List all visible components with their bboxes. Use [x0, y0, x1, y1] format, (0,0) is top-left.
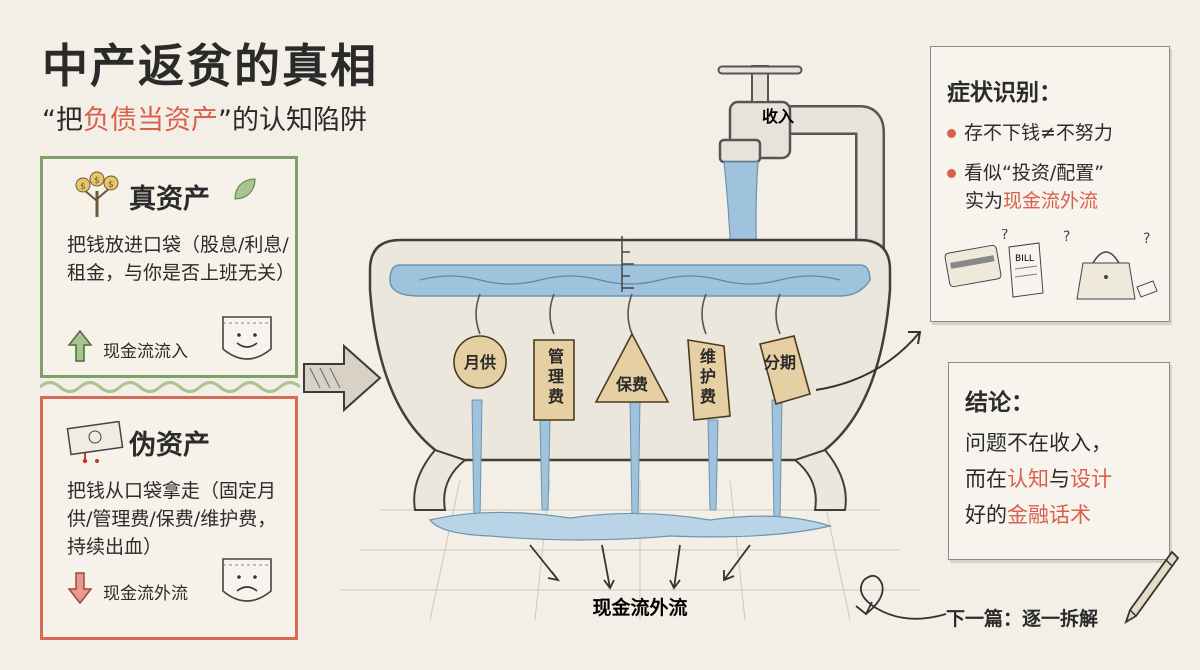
curved-arrow-icon	[815, 331, 922, 391]
page-title: 中产返贫的真相	[42, 39, 378, 93]
svg-text:$: $	[80, 182, 86, 192]
faucet-icon	[717, 65, 885, 295]
symptom-2-highlight: 现金流外流	[1003, 190, 1099, 212]
sad-pocket-icon	[222, 558, 272, 602]
symptoms-note: 症状识别： 存不下钱≠不努力 看似“投资/配置” 实为现金流外流 BILL ? …	[930, 46, 1170, 322]
subtitle-highlight: 负债当资产	[83, 105, 218, 136]
expense-tag: 保费	[594, 293, 670, 403]
expense-tag: 维护费	[687, 293, 731, 421]
expense-tag-label: 保费	[615, 375, 648, 394]
conclusion-line-1: 问题不在收入，	[965, 431, 1112, 455]
question-mark-icon: ?	[1001, 229, 1008, 243]
fake-asset-description: 把钱从口袋拿走（固定月供/管理费/保费/维护费，持续出血）	[67, 480, 277, 558]
pencil-icon	[1124, 550, 1180, 625]
arrow-up-icon	[67, 329, 93, 362]
svg-text:$: $	[94, 176, 100, 186]
money-tree-icon: $ $ $	[75, 171, 119, 217]
faucet-label: 收入	[762, 107, 794, 126]
receipt-icon	[1008, 242, 1044, 298]
big-arrow-right-icon	[303, 343, 382, 413]
subtitle-close: ”的认知陷阱	[218, 105, 367, 136]
conclusion-line-2-prefix: 而在	[965, 467, 1007, 491]
symptom-2-prefix: 实为	[965, 190, 1004, 212]
page-subtitle: “把负债当资产”的认知陷阱	[42, 98, 367, 137]
symptom-item-2: 看似“投资/配置”	[947, 159, 1104, 187]
arrow-down-icon	[67, 572, 93, 605]
real-asset-flow: 现金流流入	[103, 342, 188, 362]
question-mark-icon: ?	[1063, 229, 1070, 245]
bill-label: BILL	[1015, 254, 1034, 264]
conclusion-line-3-prefix: 好的	[965, 503, 1007, 527]
expense-tag-label: 月供	[463, 353, 496, 372]
conclusion-title: 结论：	[965, 390, 1034, 416]
symptom-item-2-cont: 实为现金流外流	[965, 187, 1098, 215]
price-tag-icon	[1136, 280, 1158, 298]
bleeding-money-icon	[66, 421, 124, 464]
happy-pocket-icon	[222, 316, 272, 360]
bills-illustration: BILL ? ? ?	[944, 229, 1158, 300]
svg-text:$: $	[108, 180, 114, 190]
expense-tag-char: 维	[700, 347, 716, 366]
expense-tag-char: 费	[548, 387, 564, 406]
symptoms-title: 症状识别：	[947, 80, 1062, 106]
outflow-label: 现金流外流	[592, 596, 687, 619]
leak-streams	[471, 399, 783, 521]
floor-puddle	[428, 511, 833, 541]
expense-tags: 月供管理费保费维护费分期	[453, 293, 811, 421]
expense-tag-char: 管	[548, 347, 564, 366]
water-gauge	[621, 236, 634, 292]
conclusion-highlight-rhetoric: 金融话术	[1007, 503, 1091, 527]
conclusion-line-2-mid: 与	[1049, 467, 1070, 491]
real-asset-title: 真资产	[129, 184, 210, 215]
conclusion-line-3: 好的金融话术	[965, 497, 1112, 533]
footer-curl-arrow-icon	[855, 574, 947, 620]
next-article-link[interactable]: 下一篇：逐一拆解	[946, 608, 1099, 630]
wavy-divider	[40, 381, 300, 393]
symptom-1-text: 存不下钱≠不努力	[964, 122, 1113, 144]
conclusion-text: 问题不在收入， 而在认知与设计 好的金融话术	[965, 425, 1112, 533]
leaf-icon	[234, 178, 256, 200]
floor-tiles	[340, 479, 920, 621]
subtitle-open: “把	[42, 105, 83, 136]
question-mark-icon: ?	[1143, 231, 1150, 247]
conclusion-line-2: 而在认知与设计	[965, 461, 1112, 497]
expense-tag: 分期	[759, 293, 811, 405]
conclusion-highlight-design: 设计	[1070, 467, 1112, 491]
expense-tag-char: 理	[548, 367, 564, 386]
expense-tag-char: 护	[700, 367, 716, 386]
bullet-dot-icon	[947, 169, 956, 178]
expense-tag-label: 分期	[764, 353, 796, 372]
tub-water	[389, 264, 871, 297]
fake-asset-title: 伪资产	[129, 430, 210, 461]
symptom-item-1: 存不下钱≠不努力	[947, 119, 1113, 147]
conclusion-note: 结论： 问题不在收入， 而在认知与设计 好的金融话术	[948, 362, 1170, 560]
fake-asset-flow: 现金流外流	[103, 584, 188, 604]
real-asset-card: $ $ $ 真资产 把钱放进口袋（股息/利息/租金，与你是否上班无关） 现金流流…	[40, 156, 298, 378]
expense-tag: 管理费	[533, 293, 575, 421]
symptom-2-text: 看似“投资/配置”	[964, 162, 1105, 184]
real-asset-description: 把钱放进口袋（股息/利息/租金，与你是否上班无关）	[67, 234, 296, 284]
credit-card-icon	[944, 244, 1002, 288]
fake-asset-card: 伪资产 把钱从口袋拿走（固定月供/管理费/保费/维护费，持续出血） 现金流外流	[40, 396, 298, 640]
expense-tag-char: 费	[700, 387, 716, 406]
bullet-dot-icon	[947, 129, 956, 138]
outflow-arrows	[529, 544, 751, 590]
tub-feet	[413, 448, 847, 511]
conclusion-highlight-cognition: 认知	[1007, 467, 1049, 491]
expense-tag: 月供	[453, 293, 507, 389]
handbag-icon	[1076, 251, 1136, 300]
